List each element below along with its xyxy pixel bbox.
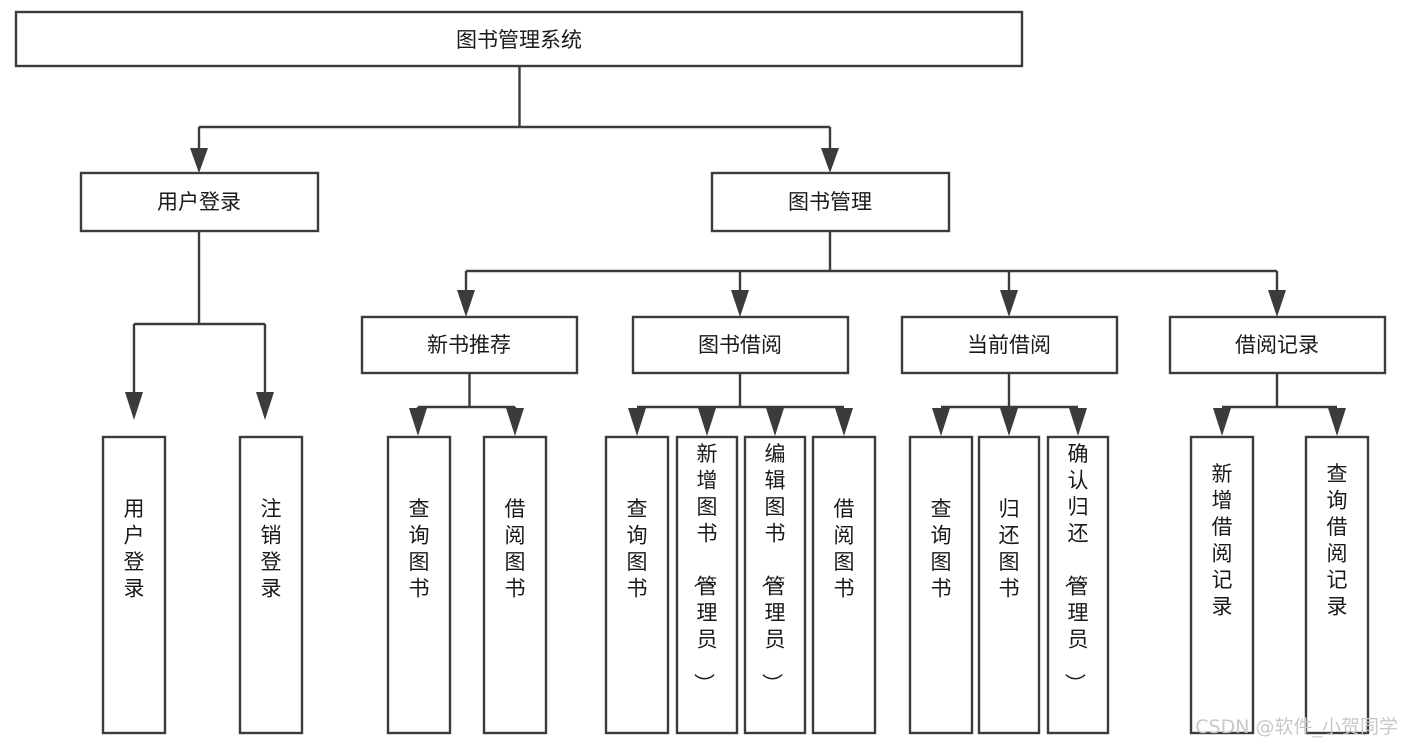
node-book-borrow[interactable]: 图书借阅 bbox=[631, 315, 850, 375]
node-leaf-user-login-box[interactable] bbox=[101, 435, 167, 735]
node-new-book-recommend-label: 新书推荐 bbox=[427, 333, 511, 357]
node-leaf-borrow-book-1-label: 借阅图书 bbox=[505, 497, 526, 601]
node-leaf-borrow-book-1[interactable]: 借阅图书 bbox=[482, 435, 548, 735]
node-leaf-query-book-3-label: 查询图书 bbox=[931, 497, 952, 601]
node-leaf-query-book-3-box[interactable] bbox=[908, 435, 974, 735]
node-leaf-user-login-label: 用户登录 bbox=[124, 497, 145, 601]
node-borrow-record-label: 借阅记录 bbox=[1235, 333, 1319, 357]
node-book-manage[interactable]: 图书管理 bbox=[710, 171, 951, 233]
arrowhead-leaf-add-book bbox=[698, 408, 716, 436]
node-leaf-add-record-label: 新增借阅记录 bbox=[1212, 462, 1233, 619]
node-leaf-query-book-3[interactable]: 查询图书 bbox=[908, 435, 974, 735]
node-leaf-query-book-2-label: 查询图书 bbox=[627, 497, 648, 601]
arrowhead-book-manage bbox=[821, 148, 839, 173]
node-leaf-return-book[interactable]: 归还图书 bbox=[977, 435, 1041, 735]
node-user-login[interactable]: 用户登录 bbox=[79, 171, 320, 233]
node-leaf-borrow-book-2-box[interactable] bbox=[811, 435, 877, 735]
node-leaf-edit-book[interactable]: 编辑图书（管理员） bbox=[743, 435, 807, 735]
node-book-manage-label: 图书管理 bbox=[788, 190, 872, 214]
node-leaf-add-book-box[interactable] bbox=[675, 435, 739, 735]
node-root-label: 图书管理系统 bbox=[456, 28, 582, 52]
node-leaf-logout-label: 注销登录 bbox=[261, 497, 282, 601]
node-leaf-logout[interactable]: 注销登录 bbox=[238, 435, 304, 735]
arrowhead-leaf-query-book-2 bbox=[628, 408, 646, 436]
arrowhead-leaf-edit-book bbox=[766, 408, 784, 436]
arrowhead-leaf-add-record bbox=[1213, 408, 1231, 436]
arrowhead-leaf-borrow-book-1 bbox=[506, 408, 524, 436]
node-leaf-query-book-1-box[interactable] bbox=[386, 435, 452, 735]
watermark-label: CSDN @软件_小贺同学 bbox=[1195, 716, 1398, 738]
node-current-borrow-box[interactable] bbox=[900, 315, 1119, 375]
node-new-book-recommend[interactable]: 新书推荐 bbox=[360, 315, 579, 375]
node-leaf-query-book-1[interactable]: 查询图书 bbox=[386, 435, 452, 735]
node-leaf-add-record-box[interactable] bbox=[1189, 435, 1255, 735]
connector-layer bbox=[125, 66, 1346, 436]
node-current-borrow[interactable]: 当前借阅 bbox=[900, 315, 1119, 375]
node-book-manage-box[interactable] bbox=[710, 171, 951, 233]
node-current-borrow-label: 当前借阅 bbox=[967, 333, 1051, 357]
node-leaf-return-book-label: 归还图书 bbox=[999, 497, 1020, 601]
arrowhead-leaf-query-record bbox=[1328, 408, 1346, 436]
node-leaf-logout-box[interactable] bbox=[238, 435, 304, 735]
node-leaf-add-book[interactable]: 新增图书（管理员） bbox=[675, 435, 739, 735]
node-new-book-recommend-box[interactable] bbox=[360, 315, 579, 375]
node-leaf-query-book-1-label: 查询图书 bbox=[409, 497, 430, 601]
arrowhead-borrow-record bbox=[1268, 290, 1286, 317]
arrowhead-new-book-recommend bbox=[457, 290, 475, 317]
node-leaf-add-record[interactable]: 新增借阅记录 bbox=[1189, 435, 1255, 735]
node-book-borrow-box[interactable] bbox=[631, 315, 850, 375]
node-root-box[interactable] bbox=[14, 10, 1024, 68]
node-leaf-add-book-label: 新增图书（管理员） bbox=[692, 442, 718, 694]
node-leaf-confirm-return-label: 确认归还（管理员） bbox=[1063, 442, 1089, 694]
arrowhead-leaf-confirm-return bbox=[1069, 408, 1087, 436]
node-leaf-query-record-label: 查询借阅记录 bbox=[1327, 462, 1348, 619]
node-user-login-box[interactable] bbox=[79, 171, 320, 233]
node-user-login-label: 用户登录 bbox=[157, 190, 241, 214]
arrowhead-book-borrow bbox=[731, 290, 749, 317]
node-borrow-record-box[interactable] bbox=[1168, 315, 1387, 375]
node-leaf-query-book-2-box[interactable] bbox=[604, 435, 670, 735]
node-leaf-user-login[interactable]: 用户登录 bbox=[101, 435, 167, 735]
node-leaf-edit-book-box[interactable] bbox=[743, 435, 807, 735]
arrowhead-user-login bbox=[190, 148, 208, 173]
arrowhead-leaf-query-book-3 bbox=[932, 408, 950, 436]
node-root[interactable]: 图书管理系统 bbox=[14, 10, 1024, 68]
arrowhead-leaf-borrow-book-2 bbox=[835, 408, 853, 436]
node-leaf-borrow-book-2[interactable]: 借阅图书 bbox=[811, 435, 877, 735]
node-leaf-return-book-box[interactable] bbox=[977, 435, 1041, 735]
node-leaf-borrow-book-1-box[interactable] bbox=[482, 435, 548, 735]
node-leaf-edit-book-label: 编辑图书（管理员） bbox=[760, 442, 786, 694]
arrowhead-current-borrow bbox=[1000, 290, 1018, 317]
arrowhead-leaf-user-login bbox=[125, 392, 143, 420]
node-leaf-borrow-book-2-label: 借阅图书 bbox=[834, 497, 855, 601]
node-borrow-record[interactable]: 借阅记录 bbox=[1168, 315, 1387, 375]
node-leaf-confirm-return-box[interactable] bbox=[1046, 435, 1110, 735]
node-leaf-query-record-box[interactable] bbox=[1304, 435, 1370, 735]
node-leaf-query-record[interactable]: 查询借阅记录 bbox=[1304, 435, 1370, 735]
arrowhead-leaf-query-book-1 bbox=[409, 408, 427, 436]
node-book-borrow-label: 图书借阅 bbox=[698, 333, 782, 357]
node-leaf-confirm-return[interactable]: 确认归还（管理员） bbox=[1046, 435, 1110, 735]
node-leaf-query-book-2[interactable]: 查询图书 bbox=[604, 435, 670, 735]
arrowhead-leaf-logout bbox=[256, 392, 274, 420]
arrowhead-leaf-return-book bbox=[1000, 408, 1018, 436]
